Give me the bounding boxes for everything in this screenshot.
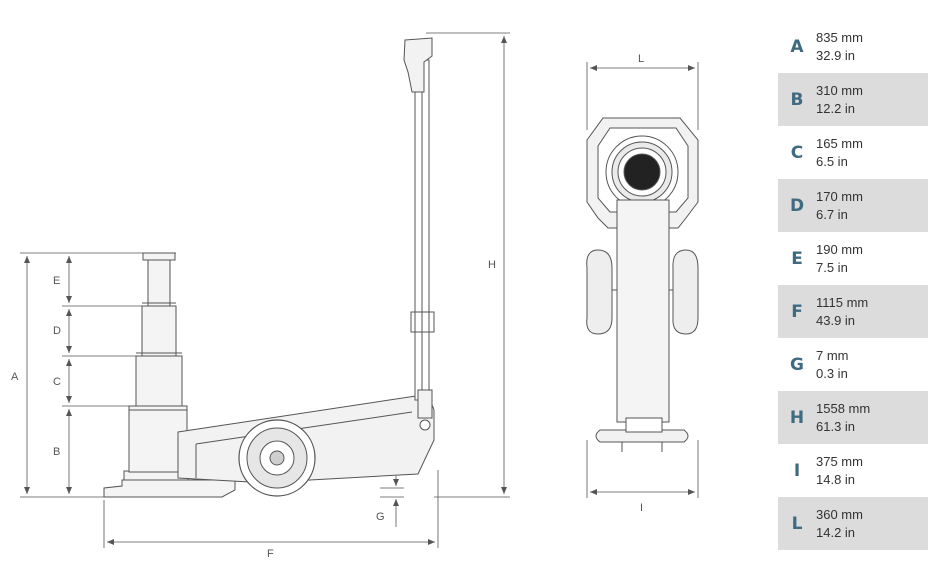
spec-inch: 7.5 in (816, 259, 848, 275)
spec-mm: 375 mm (816, 453, 863, 469)
spec-values: 190 mm 7.5 in (816, 241, 863, 277)
spec-row-c: C 165 mm 6.5 in (778, 126, 928, 179)
spec-letter: I (793, 460, 801, 481)
spec-values: 1558 mm 61.3 in (816, 400, 870, 436)
spec-row-i: I 375 mm 14.8 in (778, 444, 928, 497)
front-body (616, 199, 670, 423)
spec-inch: 14.8 in (816, 471, 856, 487)
front-base (595, 429, 689, 443)
spec-values: 835 mm 32.9 in (816, 29, 863, 65)
label-g: G (376, 511, 385, 523)
spec-inch: 61.3 in (816, 418, 856, 434)
spec-mm: 190 mm (816, 241, 863, 257)
side-view (103, 37, 435, 498)
spec-inch: 32.9 in (816, 47, 856, 63)
spec-letter: B (790, 89, 804, 110)
label-f: F (267, 548, 274, 560)
left-wheel (586, 249, 613, 335)
cylinder-e (147, 259, 171, 307)
spec-letter: C (790, 142, 804, 163)
right-wheel (672, 249, 699, 335)
spec-inch: 43.9 in (816, 312, 856, 328)
spec-inch: 6.5 in (816, 153, 848, 169)
base-plate (103, 479, 236, 498)
spec-values: 170 mm 6.7 in (816, 188, 863, 224)
spec-values: 1115 mm 43.9 in (816, 294, 868, 330)
spec-values: 310 mm 12.2 in (816, 82, 863, 118)
label-a: A (11, 371, 19, 383)
label-c: C (53, 376, 61, 388)
label-e: E (53, 275, 60, 287)
spec-letter: F (791, 301, 803, 322)
label-i: I (640, 502, 643, 514)
spec-mm: 310 mm (816, 82, 863, 98)
spec-row-b: B 310 mm 12.2 in (778, 73, 928, 126)
spec-values: 165 mm 6.5 in (816, 135, 863, 171)
label-l: L (638, 53, 644, 65)
label-h: H (488, 259, 496, 271)
side-dimensions (20, 32, 510, 548)
spec-row-a: A 835 mm 32.9 in (778, 20, 928, 73)
spec-inch: 12.2 in (816, 100, 856, 116)
spec-mm: 1115 mm (816, 294, 869, 310)
spec-mm: 170 mm (816, 188, 863, 204)
spec-values: 7 mm 0.3 in (816, 347, 849, 383)
spec-row-l: L 360 mm 14.2 in (778, 497, 928, 550)
spec-mm: 835 mm (816, 29, 863, 45)
spec-row-h: H 1558 mm 61.3 in (778, 391, 928, 444)
spec-values: 375 mm 14.8 in (816, 453, 863, 489)
spec-row-e: E 190 mm 7.5 in (778, 232, 928, 285)
spec-letter: H (789, 407, 805, 428)
label-d: D (53, 325, 61, 337)
spec-mm: 1558 mm (816, 400, 871, 416)
spec-inch: 0.3 in (816, 365, 848, 381)
spec-mm: 7 mm (816, 347, 849, 363)
spec-letter: A (790, 36, 804, 57)
spec-letter: E (791, 248, 803, 269)
handle-grip (403, 37, 433, 93)
technical-drawing: A B C D E F G H I L (11, 32, 699, 560)
spec-inch: 14.2 in (816, 524, 856, 540)
spec-inch: 6.7 in (816, 206, 848, 222)
saddle (142, 252, 176, 261)
spec-mm: 360 mm (816, 506, 863, 522)
spec-values: 360 mm 14.2 in (816, 506, 863, 542)
front-dimensions (586, 62, 699, 498)
front-view (586, 117, 699, 452)
spec-letter: G (790, 354, 804, 375)
spec-mm: 165 mm (816, 135, 863, 151)
spec-letter: D (789, 195, 805, 216)
dimension-labels: A B C D E F G H I L (11, 53, 644, 560)
label-b: B (53, 446, 60, 458)
spec-row-f: F 1115 mm 43.9 in (778, 285, 928, 338)
spec-row-g: G 7 mm 0.3 in (778, 338, 928, 391)
spec-letter: L (791, 513, 803, 534)
cylinder-c (135, 355, 183, 407)
cylinder-d (141, 305, 177, 357)
dimensions-table: A 835 mm 32.9 in B 310 mm 12.2 in C 165 … (778, 20, 928, 550)
spec-row-d: D 170 mm 6.7 in (778, 179, 928, 232)
